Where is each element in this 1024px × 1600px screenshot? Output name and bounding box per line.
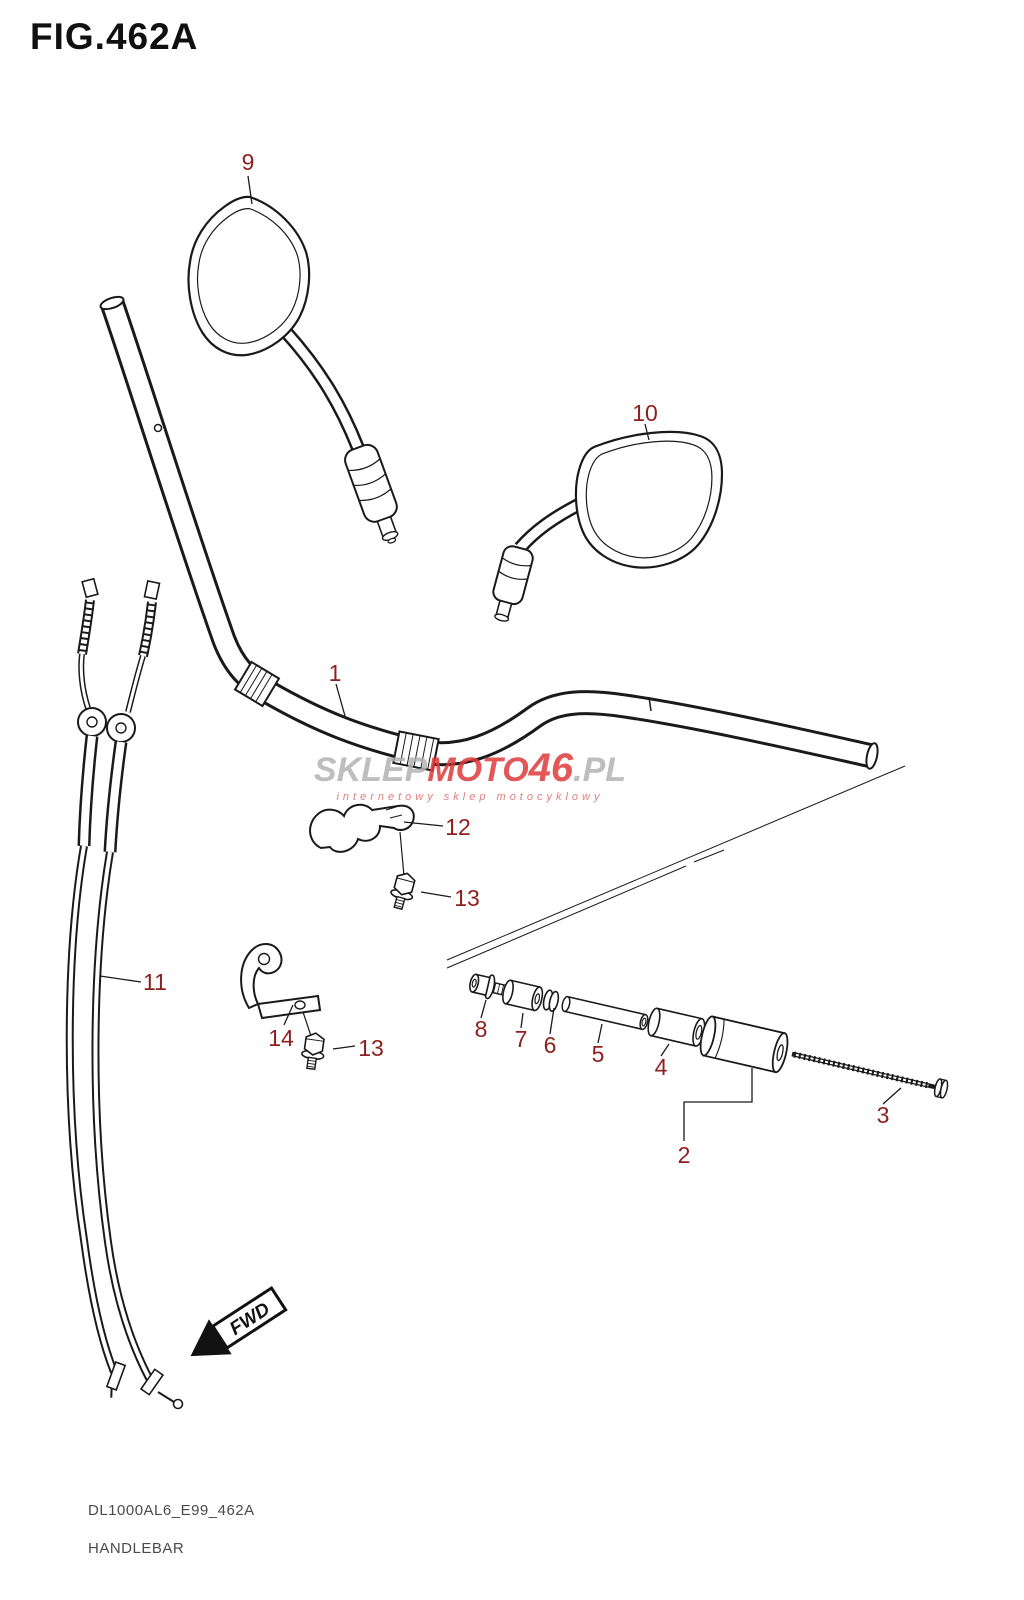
- part-3-screw: [791, 1051, 949, 1099]
- callout-7: 7: [515, 1026, 528, 1052]
- part-4-spacer: [647, 1007, 706, 1047]
- bar-left-end: [99, 295, 125, 311]
- callout-labels: 9 10 1 12 13 11 14 13 8 7 6 5 4 2 3: [143, 149, 889, 1168]
- mirror-right-head: [574, 430, 724, 569]
- fwd-arrow-shaft: [210, 1285, 288, 1351]
- bar-end-assembly: [469, 973, 949, 1099]
- callout-3: 3: [877, 1102, 890, 1128]
- callout-14: 14: [268, 1025, 294, 1051]
- part-2-weight: [699, 1015, 789, 1074]
- mirror-left: [187, 195, 399, 544]
- bolt-13-upper: [386, 869, 419, 912]
- callout-13-lower: 13: [358, 1035, 384, 1061]
- cable-nipple-left: [81, 577, 99, 599]
- leader-lines: [99, 175, 902, 1141]
- bar-right-end: [865, 742, 879, 770]
- callout-6: 6: [544, 1032, 557, 1058]
- knurl-band-left: [233, 660, 281, 708]
- knurl-band-right: [392, 730, 440, 772]
- throttle-cables: [65, 577, 184, 1410]
- part-5-tube: [561, 995, 649, 1031]
- part-6-washer: [542, 989, 560, 1012]
- document-name: HANDLEBAR: [88, 1540, 185, 1557]
- callout-12: 12: [445, 814, 471, 840]
- callout-11: 11: [143, 969, 167, 995]
- mirror-right: [492, 430, 724, 622]
- bracket-14: [240, 943, 322, 1037]
- callout-4: 4: [655, 1054, 668, 1080]
- cable-end-left: [105, 1361, 127, 1398]
- mirror-right-boot: [492, 545, 534, 622]
- fwd-arrow: FWD: [190, 1285, 288, 1357]
- guide-lines: [446, 765, 906, 969]
- callout-10: 10: [632, 400, 658, 426]
- mirror-left-boot: [344, 443, 399, 544]
- callout-13-upper: 13: [454, 885, 480, 911]
- bar-locating-hole: [153, 423, 163, 433]
- figure-title: FIG.462A: [30, 16, 199, 57]
- callout-8: 8: [475, 1016, 488, 1042]
- handlebar-tube: [99, 295, 879, 772]
- cable-clamp: [309, 803, 415, 877]
- callout-9: 9: [242, 149, 255, 175]
- cable-nipple-right: [143, 579, 161, 601]
- part-7-spacer: [502, 979, 544, 1012]
- callout-5: 5: [592, 1041, 605, 1067]
- document-code: DL1000AL6_E99_462A: [88, 1502, 255, 1519]
- part-8-bolt: [469, 973, 510, 1000]
- callout-1: 1: [329, 660, 342, 686]
- callout-2: 2: [678, 1142, 691, 1168]
- bolt-13-lower: [299, 1030, 328, 1072]
- cable-end-right: [139, 1368, 184, 1410]
